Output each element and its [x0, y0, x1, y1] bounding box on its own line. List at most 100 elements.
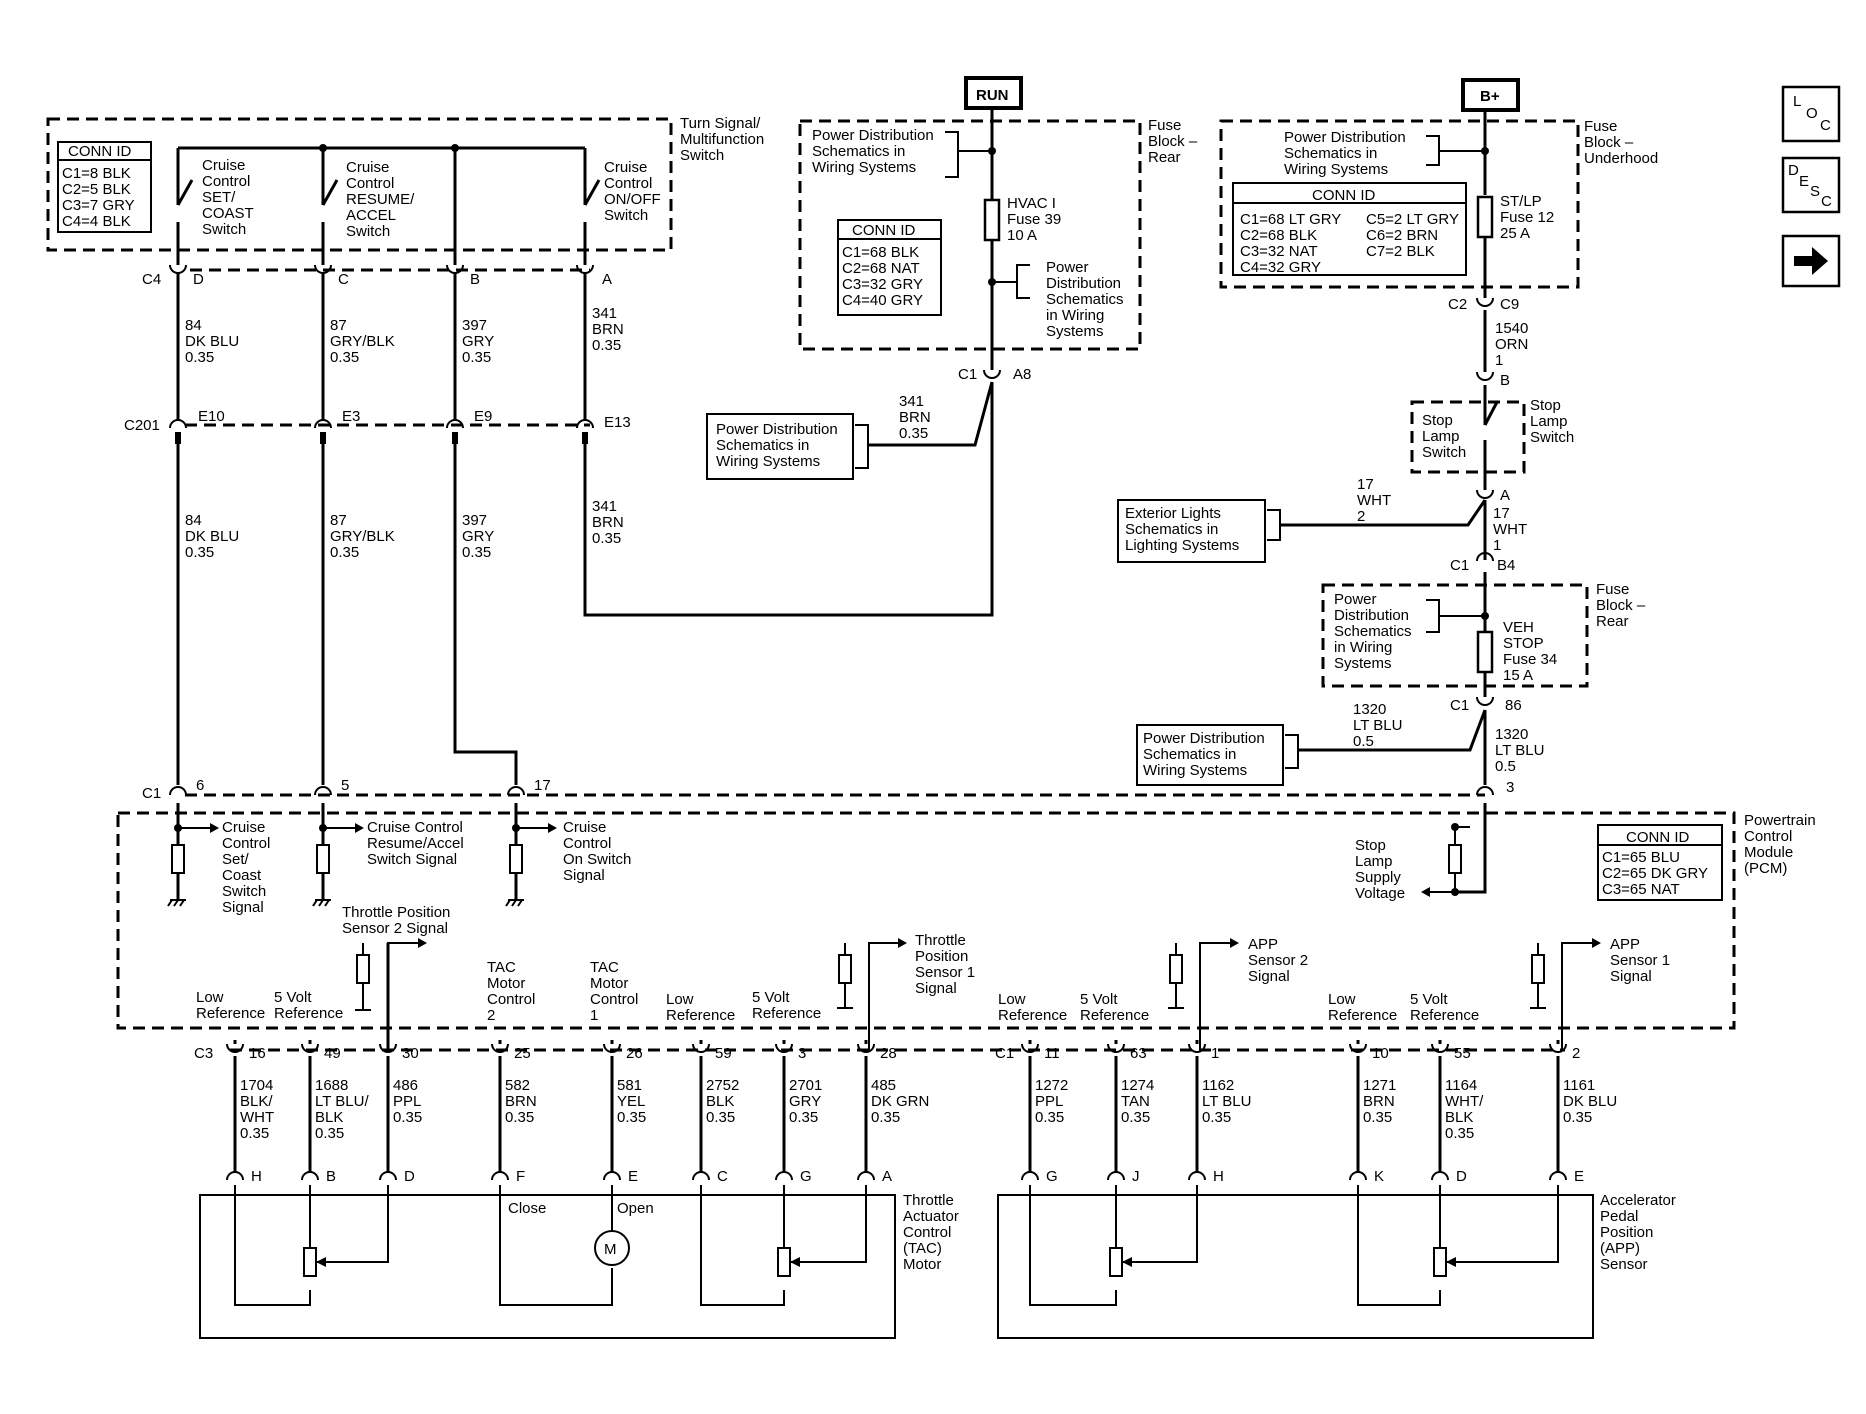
underhood-conn-r0: C5=2 LT GRY: [1366, 211, 1459, 228]
turn-switch-conn-title: CONN ID: [68, 143, 132, 160]
w1320b-0: 1320: [1495, 726, 1528, 743]
app-letter-3: K: [1374, 1168, 1384, 1185]
app-wire-label-1-2: 0.35: [1121, 1109, 1150, 1126]
app-wire-label-5-2: 0.35: [1563, 1109, 1592, 1126]
rear-pd-ref2-5: Systems: [1046, 323, 1104, 340]
pcm-conn-0: C1=65 BLU: [1602, 849, 1680, 866]
tac-wire-label-6-2: 0.35: [789, 1109, 818, 1126]
w341b-0: 341: [592, 498, 617, 515]
tac-pin-2: 30: [402, 1045, 419, 1062]
ext-lights-1: Exterior Lights: [1125, 505, 1221, 522]
stop-lamp-supply-input: [1421, 803, 1487, 897]
tac-wire-label-6-1: GRY: [789, 1093, 821, 1110]
tac-low-ref-1: Low: [196, 989, 224, 1006]
w17a-0: 17: [1357, 476, 1374, 493]
app-5v-ref-2: Reference: [1080, 1007, 1149, 1024]
rear-fuse-title-2: Block –: [1148, 133, 1198, 150]
loc-o: O: [1806, 105, 1818, 122]
app1-2: Sensor 1: [1610, 952, 1670, 969]
tac-pcm-pin-socket-0: [226, 1043, 244, 1053]
w341b-2: 0.35: [592, 530, 621, 547]
pcm-conn-1: C2=65 DK GRY: [1602, 865, 1708, 882]
tac-pcm-pin-socket-5: [692, 1043, 710, 1053]
underhood-title-2: Block –: [1584, 134, 1634, 151]
pd-right-ref-box: [1136, 724, 1284, 786]
veh-stop-fuse-icon: [1476, 630, 1494, 674]
w341b-1: BRN: [592, 514, 624, 531]
tac-wire-label-3-2: 0.35: [505, 1109, 534, 1126]
rear-pd-ref-3: Wiring Systems: [812, 159, 916, 176]
pd-right-2: Schematics in: [1143, 746, 1236, 763]
pcm-pin-17: 17: [534, 777, 551, 794]
tac-pcm-pin-socket-6: [775, 1043, 793, 1053]
rear-fuse2-pd-3: Schematics: [1334, 623, 1412, 640]
st-lp-fuse-3: 25 A: [1500, 225, 1530, 242]
app1-low-ref-2: Reference: [1328, 1007, 1397, 1024]
sig-stop-3: Supply: [1355, 869, 1401, 886]
app-wire-label-5-1: DK BLU: [1563, 1093, 1617, 1110]
pin-b-label: B: [470, 271, 480, 288]
sig-set-2: Control: [222, 835, 270, 852]
turn-switch-conn-3: C4=4 BLK: [62, 213, 131, 230]
app-comp-pin-socket-0: [1021, 1171, 1039, 1181]
app-wire-label-3-1: BRN: [1363, 1093, 1395, 1110]
tac-wire-label-0-2: WHT: [240, 1109, 274, 1126]
tac-wire-label-0-1: BLK/: [240, 1093, 273, 1110]
w87b-2: 0.35: [330, 544, 359, 561]
app-pcm-pin-socket-4: [1431, 1043, 1449, 1053]
app-wire-label-3-0: 1271: [1363, 1077, 1396, 1094]
w17b-2: 1: [1493, 537, 1501, 554]
w84b-0: 84: [185, 512, 202, 529]
stop-lamp-right-3: Switch: [1530, 429, 1574, 446]
w1540-2: 1: [1495, 352, 1503, 369]
tac-title-2: Actuator: [903, 1208, 959, 1225]
tac-pcm-pin-socket-4: [603, 1043, 621, 1053]
resume-accel-switch-1: Cruise: [346, 159, 389, 176]
tac-wire-label-4-0: 581: [617, 1077, 642, 1094]
desc-button[interactable]: D E S C: [1781, 156, 1841, 214]
app1-5v-ref-1: 5 Volt: [1410, 991, 1448, 1008]
stop-lamp-left-2: Lamp: [1422, 428, 1460, 445]
tac-comp-pin-socket-6: [775, 1171, 793, 1181]
next-arrow-button[interactable]: [1781, 234, 1841, 288]
rear-fuse2-title-2: Block –: [1596, 597, 1646, 614]
app-letter-1: J: [1132, 1168, 1140, 1185]
w341c-0: 341: [899, 393, 924, 410]
w341a-2: 0.35: [592, 337, 621, 354]
app-comp-pin-socket-4: [1431, 1171, 1449, 1181]
tps1-2: Position: [915, 948, 968, 965]
veh-stop-fuse-2: STOP: [1503, 635, 1544, 652]
sig-set-1: Cruise: [222, 819, 265, 836]
pcm-pin-5: 5: [341, 777, 349, 794]
ext-lights-3: Lighting Systems: [1125, 537, 1239, 554]
underhood-conn-title: CONN ID: [1312, 187, 1376, 204]
run-power-label: RUN: [964, 76, 1023, 110]
app-pcm-pin-socket-0: [1021, 1043, 1039, 1053]
pin-e3-label: E3: [342, 408, 360, 425]
tps-low-ref-2: Reference: [666, 1007, 735, 1024]
rear-pd-ref-1: Power Distribution: [812, 127, 934, 144]
underhood-conn-r1: C6=2 BRN: [1366, 227, 1438, 244]
app-wire-label-2-2: 0.35: [1202, 1109, 1231, 1126]
conn-c201-label: C201: [124, 417, 160, 434]
exterior-lights-ref-box: [1117, 499, 1266, 563]
w17a-1: WHT: [1357, 492, 1391, 509]
app-wire-label-2-0: 1162: [1202, 1077, 1234, 1094]
loc-button[interactable]: L O C: [1781, 85, 1841, 143]
app1-1: APP: [1610, 936, 1640, 953]
sig-on-4: Signal: [563, 867, 605, 884]
tac-pot-1: [303, 1247, 317, 1277]
w1320a-0: 1320: [1353, 701, 1386, 718]
tac-letter-5: C: [717, 1168, 728, 1185]
svg-text:RUN: RUN: [976, 87, 1009, 104]
pin-a-label: A: [602, 271, 612, 288]
w84a-1: DK BLU: [185, 333, 239, 350]
on-off-switch-3: ON/OFF: [604, 191, 661, 208]
tac-wire-label-3-0: 582: [505, 1077, 530, 1094]
resume-accel-input: [312, 803, 364, 907]
on-off-switch-4: Switch: [604, 207, 648, 224]
hvac-fuse-2: Fuse 39: [1007, 211, 1061, 228]
tac-comp-pin-socket-3: [491, 1171, 509, 1181]
app-pin-1: 63: [1130, 1045, 1147, 1062]
veh-stop-fuse-1: VEH: [1503, 619, 1534, 636]
